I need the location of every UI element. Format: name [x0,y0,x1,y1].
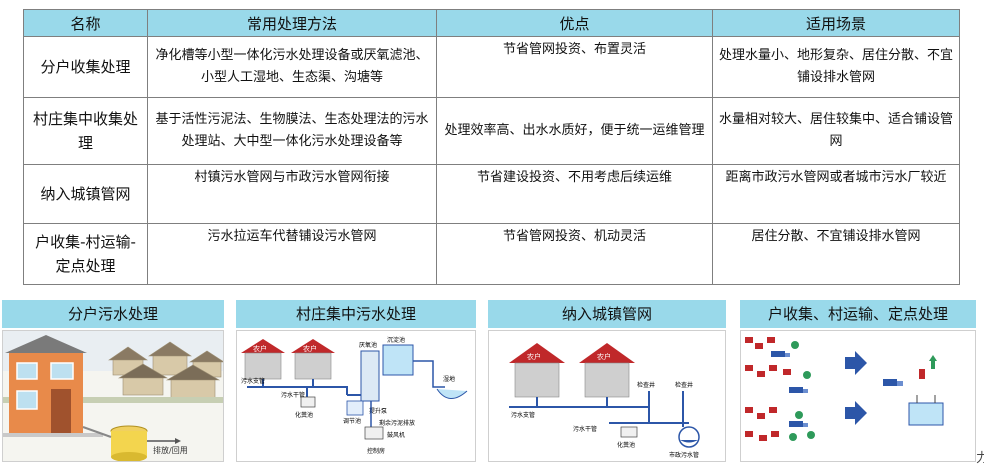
transport-trucks [771,351,808,427]
panel-collect-transport-treat: 户收集、村运输、定点处理 [740,300,976,462]
svg-text:污水干管: 污水干管 [281,391,305,399]
svg-text:污水支管: 污水支管 [241,377,265,385]
panel-village-centralized: 村庄集中污水处理 农户 农户 污水支管 污水干管 化粪池 [236,300,476,462]
row-scenario: 处理水量小、地形复杂、居住分散、不宜铺设排水管网 [712,36,960,98]
table-row: 村庄集中收集处理 基于活性污泥法、生物膜法、生态处理法的污水处理站、大中型一体化… [23,97,960,165]
row-scenario: 居住分散、不宜铺设排水管网 [712,223,960,285]
svg-text:调节池: 调节池 [343,417,361,425]
row-advantage: 节省建设投资、不用考虑后续运维 [436,164,713,224]
panel-household-treatment: 分户污水处理 [2,300,224,462]
treatment-station [883,355,944,426]
sett-tank [382,344,414,376]
house-2: 农户 [291,339,335,380]
panel-title: 分户污水处理 [2,300,224,328]
svg-text:农户: 农户 [597,352,611,361]
svg-text:检查井: 检查井 [675,381,693,389]
row-method: 净化槽等小型一体化污水处理设备或厌氧滤池、小型人工湿地、生态渠、沟塘等 [147,36,437,98]
anox-tank [360,350,380,402]
septic-tank [82,425,148,461]
row-scenario: 水量相对较大、居住较集中、适合铺设管网 [712,97,960,165]
svg-text:农户: 农户 [527,352,541,361]
treatment-methods-table: 名称 常用处理方法 优点 适用场景 分户收集处理 净化槽等小型一体化污水处理设备… [23,9,960,285]
row-name: 户收集-村运输-定点处理 [23,223,148,285]
svg-text:湿地: 湿地 [443,375,455,383]
blower-box [364,426,384,440]
table-header-row: 名称 常用处理方法 优点 适用场景 [23,9,960,37]
table-row: 纳入城镇管网 村镇污水管网与市政污水管网衔接 节省建设投资、不用考虑后续运维 距… [23,164,960,224]
discharge-label: 排放/回用 [153,445,188,455]
svg-text:农户: 农户 [253,344,267,353]
urban-network-diagram: 农户 农户 检查井 检查井 污水支管 污水干管 化粪池 [488,330,726,462]
svg-text:污水干管: 污水干管 [573,425,597,433]
panel-urban-pipe-network: 纳入城镇管网 农户 农户 检查井 检查井 污水支管 [488,300,726,462]
svg-text:污水支管: 污水支管 [511,411,535,419]
header-scenario: 适用场景 [712,9,960,37]
svg-text:控制房: 控制房 [367,447,385,455]
household-treatment-illustration: 排放/回用 [2,330,224,462]
row-method: 村镇污水管网与市政污水管网衔接 [147,164,437,224]
house-illustration [3,335,103,437]
row-method: 基于活性污泥法、生物膜法、生态处理法的污水处理站、大中型一体化污水处理设备等 [147,97,437,165]
header-advantage: 优点 [436,9,713,37]
svg-text:提升泵: 提升泵 [369,407,387,415]
row-advantage: 节省管网投资、机动灵活 [436,223,713,285]
svg-text:剩余污泥排放: 剩余污泥排放 [379,419,415,427]
pipes [509,391,689,427]
row-advantage: 处理效率高、出水水质好，便于统一运维管理 [436,97,713,165]
svg-text:鼓风机: 鼓风机 [387,431,405,439]
svg-text:化粪池: 化粪池 [617,441,635,449]
collection-tanks [789,341,815,441]
row-name: 纳入城镇管网 [23,164,148,224]
house-1: 农户 [241,339,285,380]
row-advantage: 节省管网投资、布置灵活 [436,36,713,98]
header-method: 常用处理方法 [147,9,437,37]
svg-text:检查井: 检查井 [637,381,655,389]
reg-tank [346,400,364,416]
svg-text:化粪池: 化粪池 [295,411,313,419]
house-1: 农户 [509,343,565,398]
row-method: 污水拉运车代替铺设污水管网 [147,223,437,285]
panel-title: 户收集、村运输、定点处理 [740,300,976,328]
transport-process-diagram [740,330,976,462]
flow-arrows-icon [845,351,867,425]
wetland [436,388,468,399]
village-treatment-diagram: 农户 农户 污水支管 污水干管 化粪池 厌氧池 沉淀池 [236,330,476,462]
septic-box [300,396,316,408]
table-row: 分户收集处理 净化槽等小型一体化污水处理设备或厌氧滤池、小型人工湿地、生态渠、沟… [23,36,960,98]
village-houses [108,341,223,400]
panel-title: 纳入城镇管网 [488,300,726,328]
city-sewer [678,426,700,448]
table-row: 户收集-村运输-定点处理 污水拉运车代替铺设污水管网 节省管网投资、机动灵活 居… [23,223,960,285]
row-name: 村庄集中收集处理 [23,97,148,165]
row-scenario: 距离市政污水管网或者城市污水厂较近 [712,164,960,224]
svg-text:厌氧池: 厌氧池 [359,341,377,349]
svg-text:沉淀池: 沉淀池 [387,336,405,344]
house-2: 农户 [579,343,635,398]
header-name: 名称 [23,9,148,37]
panel-title: 村庄集中污水处理 [236,300,476,328]
row-name: 分户收集处理 [23,36,148,98]
svg-text:市政污水管: 市政污水管 [669,451,699,459]
stray-text: 力 [976,451,984,466]
svg-text:农户: 农户 [303,344,317,353]
houses-cluster [745,337,791,441]
septic-box [620,426,638,438]
